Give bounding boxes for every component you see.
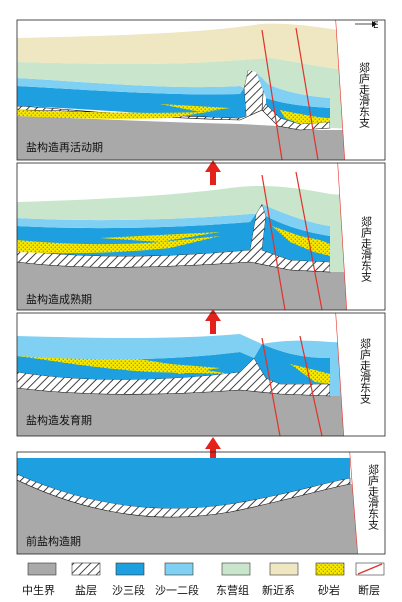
panel-frame xyxy=(16,451,386,555)
panel-frame xyxy=(16,162,386,311)
legend-item-sha3: 沙三段 xyxy=(112,562,145,597)
legend-label: 中生界 xyxy=(22,583,55,597)
fault-line xyxy=(261,337,281,436)
mesozoic-layer xyxy=(17,116,385,160)
legend-label: 盐层 xyxy=(75,584,97,597)
legend-swatch xyxy=(27,562,57,576)
sha12-layer xyxy=(17,78,244,95)
panel-stage-1: E 盐构造再活动期 郯庐走滑东支 xyxy=(16,19,386,161)
up-arrow xyxy=(205,309,221,334)
stage-label: 前盐构造期 xyxy=(26,534,81,548)
fault-swatch-line xyxy=(357,563,383,575)
fault-line xyxy=(261,29,283,160)
legend-label: 东营组 xyxy=(216,583,249,597)
legend-item-mesozoic: 中生界 xyxy=(22,562,57,597)
sha3-layer xyxy=(17,86,246,118)
east-arrow: E xyxy=(355,21,379,31)
legend-swatch xyxy=(221,562,251,576)
mesozoic-layer xyxy=(17,480,385,554)
dongying-layer xyxy=(17,186,385,272)
dongying-layer xyxy=(17,58,385,130)
mesozoic-layer xyxy=(17,388,385,436)
fault-line xyxy=(261,174,286,310)
legend-label: 沙三段 xyxy=(112,583,145,597)
legend-swatch xyxy=(71,562,101,576)
legend: 中生界 盐层 沙三段 沙一二段 东营组 新近系 砂岩 断层 xyxy=(22,562,385,597)
sha12-layer xyxy=(17,214,256,229)
neogene-layer xyxy=(17,23,385,74)
panel-stage-4: 前盐构造期 郯庐走滑东支 xyxy=(16,451,386,555)
legend-label: 沙一二段 xyxy=(155,583,199,597)
legend-label: 新近系 xyxy=(262,583,295,597)
sha12-layer xyxy=(17,334,262,360)
up-arrow xyxy=(205,437,221,462)
legend-item-neogene: 新近系 xyxy=(262,562,299,597)
legend-item-salt: 盐层 xyxy=(71,562,101,597)
stage-label: 盐构造再活动期 xyxy=(26,140,103,154)
legend-label: 断层 xyxy=(358,583,380,597)
panel-stage-2: 盐构造成熟期 郯庐走滑东支 xyxy=(16,162,386,311)
fault-label: 郯庐走滑东支 xyxy=(360,215,373,283)
panel-frame xyxy=(16,19,386,161)
sha3-layer xyxy=(17,458,350,509)
mesozoic-layer xyxy=(17,262,385,310)
stage-label: 盐构造成熟期 xyxy=(26,292,92,306)
direction-label: E xyxy=(373,21,379,31)
legend-label: 砂岩 xyxy=(318,583,340,597)
fault-line xyxy=(295,27,319,160)
fault-label: 郯庐走滑东支 xyxy=(359,337,372,405)
legend-swatch xyxy=(115,562,145,576)
legend-item-dongying: 东营组 xyxy=(216,562,251,597)
fault-label: 郯庐走滑东支 xyxy=(367,463,380,531)
legend-item-sandstone: 砂岩 xyxy=(315,562,345,597)
legend-item-fault: 断层 xyxy=(355,562,385,597)
legend-item-sha12: 沙一二段 xyxy=(155,562,199,597)
up-arrow xyxy=(205,160,221,185)
sand-lens xyxy=(17,236,220,254)
fault-line xyxy=(299,335,323,436)
legend-swatch xyxy=(315,562,345,576)
fault-label: 郯庐走滑东支 xyxy=(358,61,371,129)
stage-label: 盐构造发育期 xyxy=(26,413,92,427)
fault-line xyxy=(295,171,323,310)
legend-swatch xyxy=(269,562,299,576)
legend-swatch xyxy=(164,562,194,576)
panel-frame xyxy=(16,312,386,437)
sand-lens xyxy=(17,110,220,119)
panel-stage-3: 盐构造发育期 郯庐走滑东支 xyxy=(16,312,386,437)
